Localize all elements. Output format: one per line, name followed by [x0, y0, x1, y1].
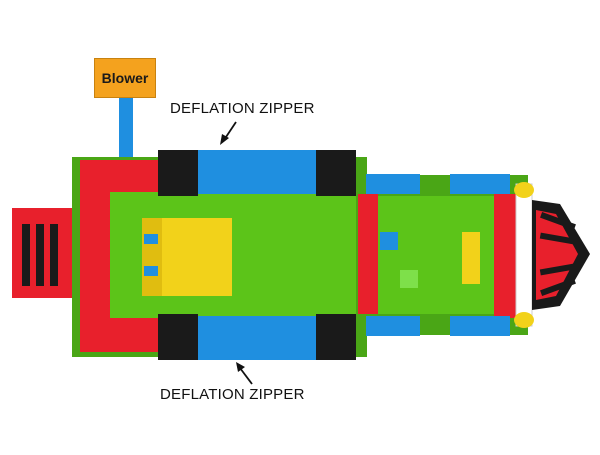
yellow-block	[462, 232, 480, 284]
front-car-top-rail-2	[450, 174, 510, 194]
front-car-right-bar	[494, 194, 518, 318]
lime-block	[400, 270, 418, 288]
rear-steps	[12, 208, 76, 298]
bottom-left-pillar	[158, 314, 198, 360]
blue-block	[380, 232, 398, 250]
bottom-zipper-arrow	[236, 362, 253, 385]
top-deflation-zipper-label: DEFLATION ZIPPER	[170, 100, 315, 117]
rear-car-frame	[80, 160, 170, 352]
yellow-seat	[142, 218, 232, 296]
front-car-bottom-rail-2	[450, 316, 510, 336]
blower-label-box: Blower	[94, 58, 156, 98]
front-car-bottom-rail	[366, 316, 420, 336]
top-zipper-arrow	[220, 121, 237, 145]
front-car-top-rail	[366, 174, 420, 194]
bottom-deflation-zipper-label: DEFLATION ZIPPER	[160, 386, 305, 403]
top-right-pillar	[316, 150, 356, 196]
top-left-pillar	[158, 150, 198, 196]
blower-pipe	[119, 98, 133, 160]
engine-nose	[514, 182, 590, 328]
front-car-left-bar	[358, 194, 378, 314]
bottom-right-pillar	[316, 314, 356, 360]
